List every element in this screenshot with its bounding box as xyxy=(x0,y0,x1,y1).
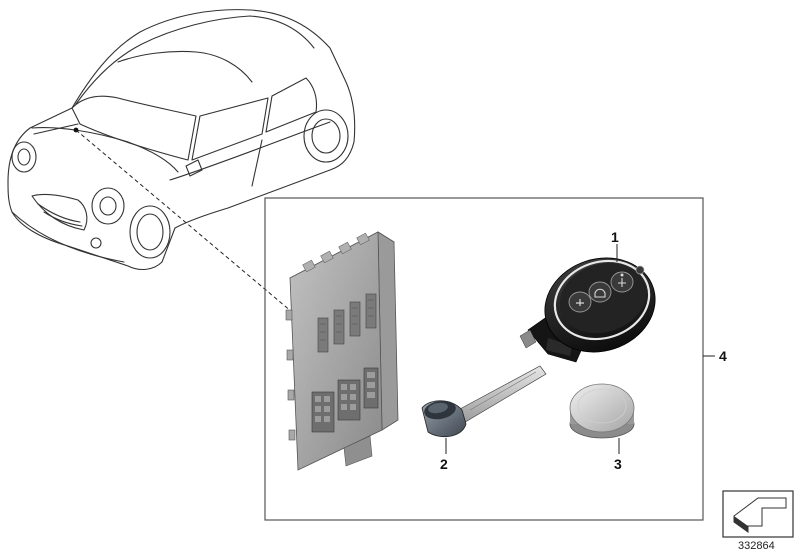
button-cell-battery xyxy=(569,383,635,439)
control-module xyxy=(285,231,399,471)
callout-battery: 3 xyxy=(614,456,622,472)
kit-frame xyxy=(264,197,704,521)
callout-key-remote: 1 xyxy=(611,229,619,245)
emergency-key-blade xyxy=(421,365,547,438)
unlock-button-icon xyxy=(588,281,612,303)
diagram-number: 332864 xyxy=(738,540,775,552)
callout-kit: 4 xyxy=(719,348,727,364)
key-remote xyxy=(519,257,656,363)
car-outline-drawing xyxy=(7,9,356,271)
callout-emergency-key: 2 xyxy=(440,456,448,472)
location-leader-line xyxy=(75,129,293,313)
direction-arrow-icon xyxy=(722,490,794,538)
